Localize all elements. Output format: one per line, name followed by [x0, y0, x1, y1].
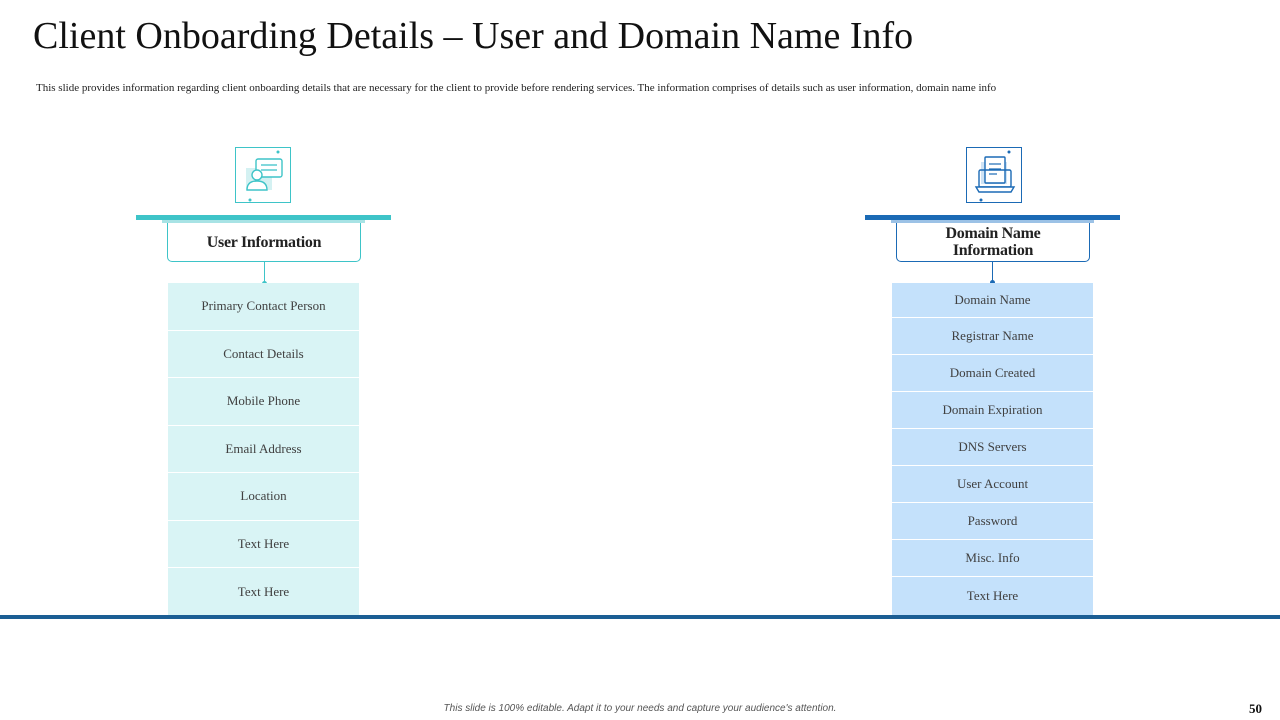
- user-info-tab-shadow: [162, 220, 365, 223]
- list-item: Domain Name: [892, 283, 1093, 318]
- list-item: Misc. Info: [892, 540, 1093, 577]
- domain-info-tab-shadow: [891, 220, 1094, 223]
- domain-info-list: Domain Name Registrar Name Domain Create…: [892, 283, 1093, 615]
- user-info-heading: User Information: [167, 223, 361, 262]
- user-info-header-bar: [136, 215, 391, 220]
- list-item: Password: [892, 503, 1093, 540]
- domain-info-header-bar: [865, 215, 1120, 220]
- list-item: Mobile Phone: [168, 378, 359, 426]
- list-item: Contact Details: [168, 331, 359, 378]
- user-chat-icon: [235, 147, 291, 203]
- slide-subtitle: This slide provides information regardin…: [36, 82, 997, 94]
- slide-title: Client Onboarding Details – User and Dom…: [33, 15, 914, 57]
- list-item: Text Here: [966, 588, 1019, 603]
- list-item: Domain Expiration: [892, 392, 1093, 429]
- list-item: Location: [168, 473, 359, 521]
- user-info-connector: [264, 262, 265, 283]
- domain-info-connector-dot: [990, 280, 995, 285]
- list-item: Text Here: [237, 583, 290, 599]
- list-item: Primary Contact Person: [168, 283, 359, 331]
- list-item: Registrar Name: [892, 318, 1093, 355]
- list-item: DNS Servers: [892, 429, 1093, 466]
- list-item: User Account: [892, 466, 1093, 503]
- domain-info-connector: [992, 262, 993, 283]
- baseline-divider: [0, 615, 1280, 619]
- list-item: Email Address: [168, 426, 359, 473]
- list-item: Text Here: [168, 521, 359, 568]
- domain-info-heading: Domain Name Information: [896, 223, 1090, 262]
- user-info-list: Primary Contact Person Contact Details M…: [168, 283, 359, 616]
- slide-footer: This slide is 100% editable. Adapt it to…: [443, 703, 837, 714]
- page-number: 50: [1249, 701, 1262, 716]
- document-laptop-icon: [966, 147, 1022, 203]
- list-item: Domain Created: [892, 355, 1093, 392]
